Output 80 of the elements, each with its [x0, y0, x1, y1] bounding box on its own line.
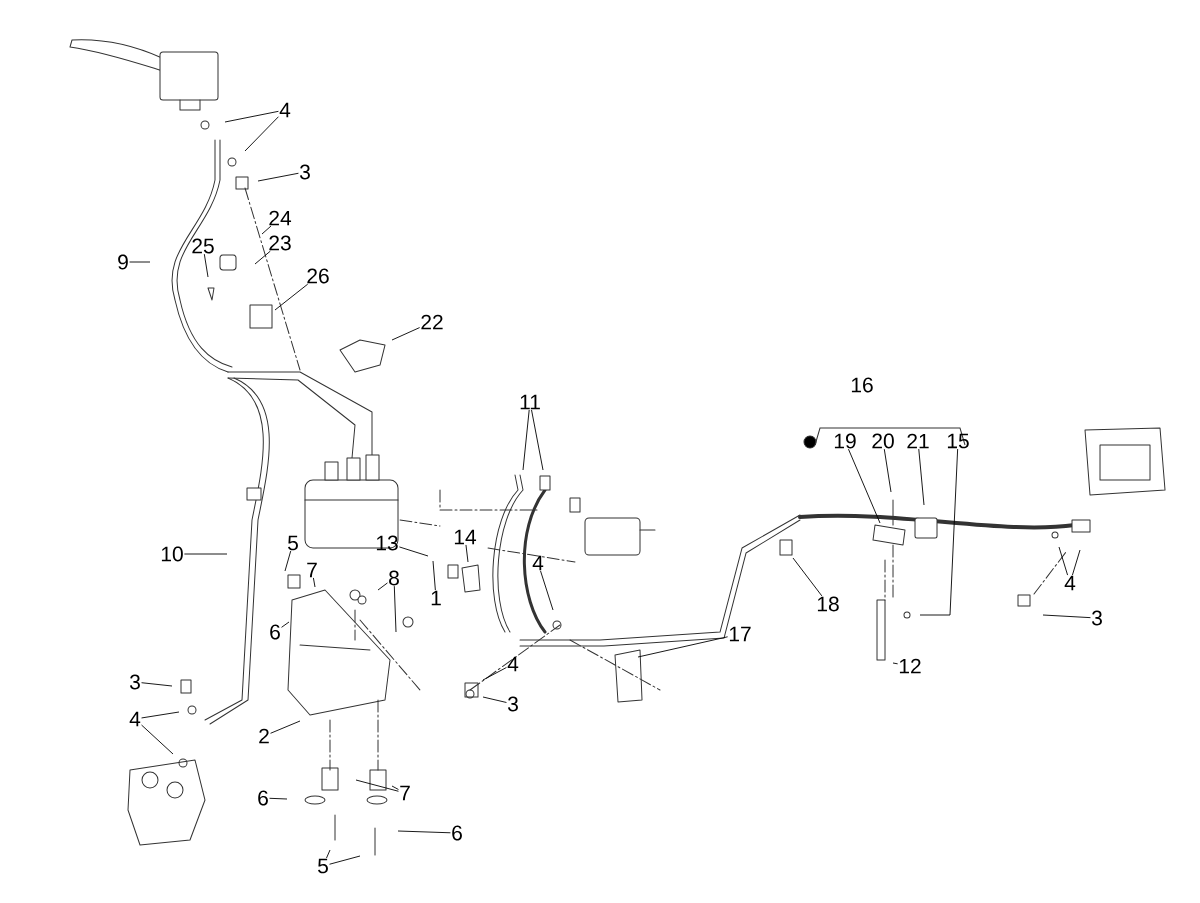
leader-line [129, 261, 151, 263]
leader-line [141, 724, 174, 755]
leader-line [326, 849, 331, 859]
leader-line [919, 448, 959, 616]
leader-line [531, 409, 544, 471]
leader-line [432, 560, 436, 591]
callout-number: 6 [270, 624, 280, 640]
callout-number: 10 [161, 546, 183, 562]
leader-line [482, 667, 507, 681]
callout-number: 4 [507, 656, 519, 672]
leader-line [1042, 614, 1091, 619]
callout-number: 9 [118, 254, 128, 270]
leader-line [398, 546, 429, 557]
callout-number: 26 [307, 268, 329, 284]
leader-line [397, 830, 451, 834]
callout-number: 12 [899, 658, 921, 674]
callout-number: 11 [520, 394, 540, 410]
leader-line [637, 636, 729, 658]
callout-number: 24 [269, 210, 292, 226]
leader-line [918, 448, 925, 506]
leader-line [391, 785, 399, 790]
leader-line [892, 662, 899, 665]
callout-number: 6 [452, 825, 462, 841]
callout-number: 23 [269, 235, 291, 251]
leader-line [465, 544, 469, 563]
leader-line [391, 327, 421, 341]
callout-number: 5 [288, 535, 298, 551]
leader-line [848, 448, 881, 524]
leader-line [792, 557, 823, 597]
leader-line [522, 409, 530, 471]
callout-number: 15 [947, 433, 969, 449]
leader-line [141, 682, 173, 687]
callout-number: 6 [258, 790, 268, 806]
leader-line [224, 110, 279, 123]
callout-number: 4 [129, 711, 141, 727]
callout-number: 20 [872, 433, 894, 449]
leader-line [281, 621, 290, 628]
leader-line [1058, 546, 1069, 576]
leader-line [270, 720, 301, 734]
leader-line [244, 116, 279, 152]
callout-number: 4 [1064, 575, 1076, 591]
callout-number: 3 [1091, 610, 1102, 626]
leader-line [274, 283, 309, 311]
leader-line [141, 711, 180, 719]
leader-line [540, 570, 554, 611]
leader-line [284, 550, 292, 572]
callout-number: 3 [129, 674, 140, 690]
leader-line [355, 779, 399, 792]
leader-line [377, 582, 388, 591]
leader-line [254, 250, 271, 265]
callout-number: 7 [400, 785, 410, 801]
leader-line [261, 225, 272, 235]
leader-line [257, 172, 299, 182]
callout-number: 3 [507, 696, 518, 712]
leader-line [329, 855, 361, 865]
callout-number: 3 [299, 164, 310, 180]
callout-number: 16 [851, 377, 873, 393]
leader-line [269, 797, 288, 800]
callout-number: 2 [259, 728, 269, 744]
callout-number: 19 [834, 433, 856, 449]
leader-line [482, 696, 507, 703]
leader-line [1071, 549, 1081, 576]
callout-number: 18 [817, 596, 839, 612]
callout-number: 17 [729, 626, 751, 642]
callout-number: 25 [192, 238, 214, 254]
callout-number: 5 [318, 858, 328, 874]
leader-line [312, 577, 316, 588]
leader-line [393, 585, 397, 633]
leader-line [183, 553, 228, 555]
callout-number: 1 [431, 590, 441, 606]
callout-number: 22 [421, 314, 443, 330]
leader-line [883, 448, 892, 493]
callout-number: 21 [907, 433, 929, 449]
callout-number: 14 [454, 529, 477, 545]
callout-number: 13 [376, 535, 398, 551]
leader-line [203, 253, 209, 278]
callout-number: 4 [532, 555, 544, 571]
callout-number: 8 [389, 570, 399, 586]
callout-number: 7 [307, 562, 317, 578]
callout-number: 4 [279, 102, 291, 118]
